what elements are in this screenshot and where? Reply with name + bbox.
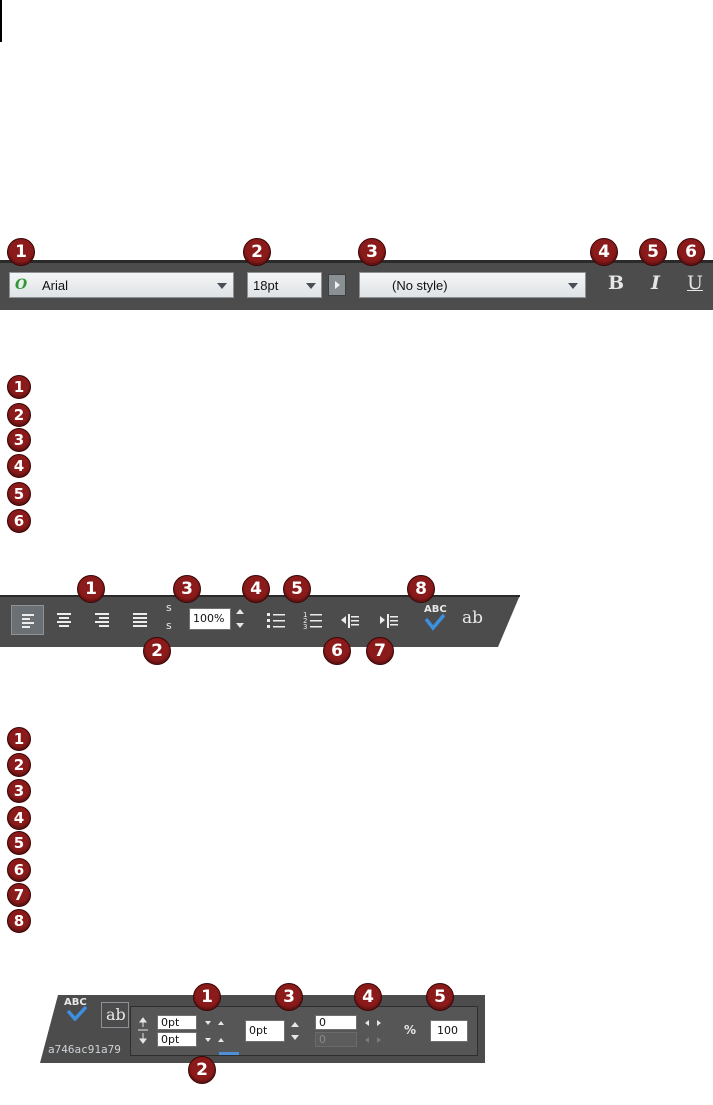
callout-badge-4: 4: [590, 238, 618, 266]
check-icon: [424, 613, 446, 631]
legend-badge-6: 6: [7, 858, 31, 882]
callout-badge-7: 7: [366, 637, 394, 665]
font-select[interactable]: O Arial: [9, 272, 234, 298]
text-options-label: ab: [106, 1005, 126, 1024]
justify-button[interactable]: [128, 606, 152, 634]
font-size-value: 18pt: [253, 278, 279, 293]
font-size-select[interactable]: 18pt: [247, 272, 322, 298]
line-spacing-input[interactable]: 0pt: [245, 1020, 285, 1042]
baseline-offset-input[interactable]: 0: [315, 1015, 357, 1030]
line-spacing-stepper-icon[interactable]: [289, 1018, 301, 1044]
callout-badge-2: 2: [243, 238, 271, 266]
spacing-toolbar-edge: [40, 995, 58, 1063]
legend-badge-6: 6: [7, 509, 31, 533]
space-steppers-icon[interactable]: [203, 1016, 229, 1048]
line-spacing-input[interactable]: 100%: [189, 608, 231, 630]
object-id-text: a746ac91a79: [48, 1043, 121, 1056]
text-style-select[interactable]: (No style): [359, 272, 586, 298]
legend-badge-5: 5: [7, 831, 31, 855]
svg-text:3: 3: [303, 623, 307, 631]
callout-badge-5: 5: [426, 983, 454, 1011]
spell-check-button[interactable]: ABC: [418, 603, 452, 633]
horizontal-scale-input[interactable]: 100: [430, 1020, 468, 1042]
svg-text:2: 2: [303, 617, 307, 625]
text-style-value: (No style): [392, 278, 448, 293]
spell-check-button[interactable]: ABC: [62, 997, 96, 1023]
space-below-input[interactable]: 0pt: [157, 1032, 197, 1047]
callout-badge-1: 1: [193, 983, 221, 1011]
callout-badge-5: 5: [283, 575, 311, 603]
chevron-down-icon: [568, 283, 578, 289]
callout-badge-8: 8: [407, 575, 435, 603]
active-tab-indicator: [219, 1052, 239, 1055]
legend-badge-2: 2: [7, 403, 31, 427]
paragraph-spacing-icon: [138, 1017, 148, 1044]
callout-badge-2: 2: [188, 1056, 216, 1084]
font-value: Arial: [42, 278, 69, 293]
legend-badge-7: 7: [7, 883, 31, 907]
spell-check-label: ABC: [424, 604, 447, 615]
font-type-icon: O: [15, 277, 28, 293]
space-above-input[interactable]: 0pt: [157, 1015, 197, 1030]
align-center-button[interactable]: [52, 606, 76, 634]
stepper-down-icon[interactable]: [236, 623, 244, 628]
legend-badge-4: 4: [7, 454, 31, 478]
legend-badge-5: 5: [7, 482, 31, 506]
text-options-button[interactable]: ab: [101, 1002, 129, 1028]
callout-badge-3: 3: [173, 575, 201, 603]
chevron-down-icon: [217, 283, 227, 289]
check-icon: [66, 1005, 88, 1021]
spacing-label-top: s: [166, 601, 172, 614]
legend-badge-8: 8: [7, 909, 31, 933]
callout-badge-6: 6: [323, 637, 351, 665]
align-right-button[interactable]: [90, 606, 114, 634]
align-left-button[interactable]: [11, 605, 44, 635]
toolbar-top-line: [0, 260, 713, 263]
svg-text:1: 1: [303, 611, 307, 619]
callout-badge-2: 2: [143, 637, 171, 665]
spacing-label-bottom: s: [166, 619, 172, 632]
bold-button[interactable]: B: [608, 272, 625, 294]
underline-button[interactable]: U: [687, 272, 704, 294]
legend-badge-3: 3: [7, 428, 31, 452]
size-arrow-button[interactable]: [328, 274, 346, 296]
text-options-button[interactable]: ab: [462, 608, 484, 628]
spell-check-label: ABC: [64, 997, 87, 1008]
stepper-up-icon[interactable]: [236, 609, 244, 614]
callout-badge-3: 3: [358, 238, 386, 266]
callout-badge-1: 1: [77, 575, 105, 603]
legend-badge-4: 4: [7, 806, 31, 830]
spacing-panel: [130, 1006, 478, 1056]
align-left-icon: [22, 614, 34, 628]
callout-badge-4: 4: [242, 575, 270, 603]
legend-badge-1: 1: [7, 727, 31, 751]
callout-badge-4: 4: [354, 983, 382, 1011]
bullet-list-button[interactable]: [264, 606, 288, 634]
legend-badge-1: 1: [7, 375, 31, 399]
corner-mark: [0, 0, 2, 42]
offset-steppers-icon[interactable]: [361, 1016, 387, 1048]
italic-button[interactable]: I: [651, 272, 660, 294]
numbered-list-button[interactable]: 1 2 3: [301, 606, 325, 634]
callout-badge-1: 1: [7, 238, 35, 266]
legend-badge-2: 2: [7, 753, 31, 777]
chevron-down-icon: [306, 283, 316, 289]
callout-badge-5: 5: [639, 238, 667, 266]
callout-badge-3: 3: [275, 983, 303, 1011]
play-right-icon: [335, 281, 340, 289]
scale-icon: %: [404, 1023, 417, 1037]
legend-badge-3: 3: [7, 779, 31, 803]
decrease-indent-button[interactable]: [338, 606, 362, 634]
increase-indent-button[interactable]: [377, 606, 401, 634]
baseline-offset-input-disabled: 0: [315, 1032, 357, 1047]
callout-badge-6: 6: [677, 238, 705, 266]
